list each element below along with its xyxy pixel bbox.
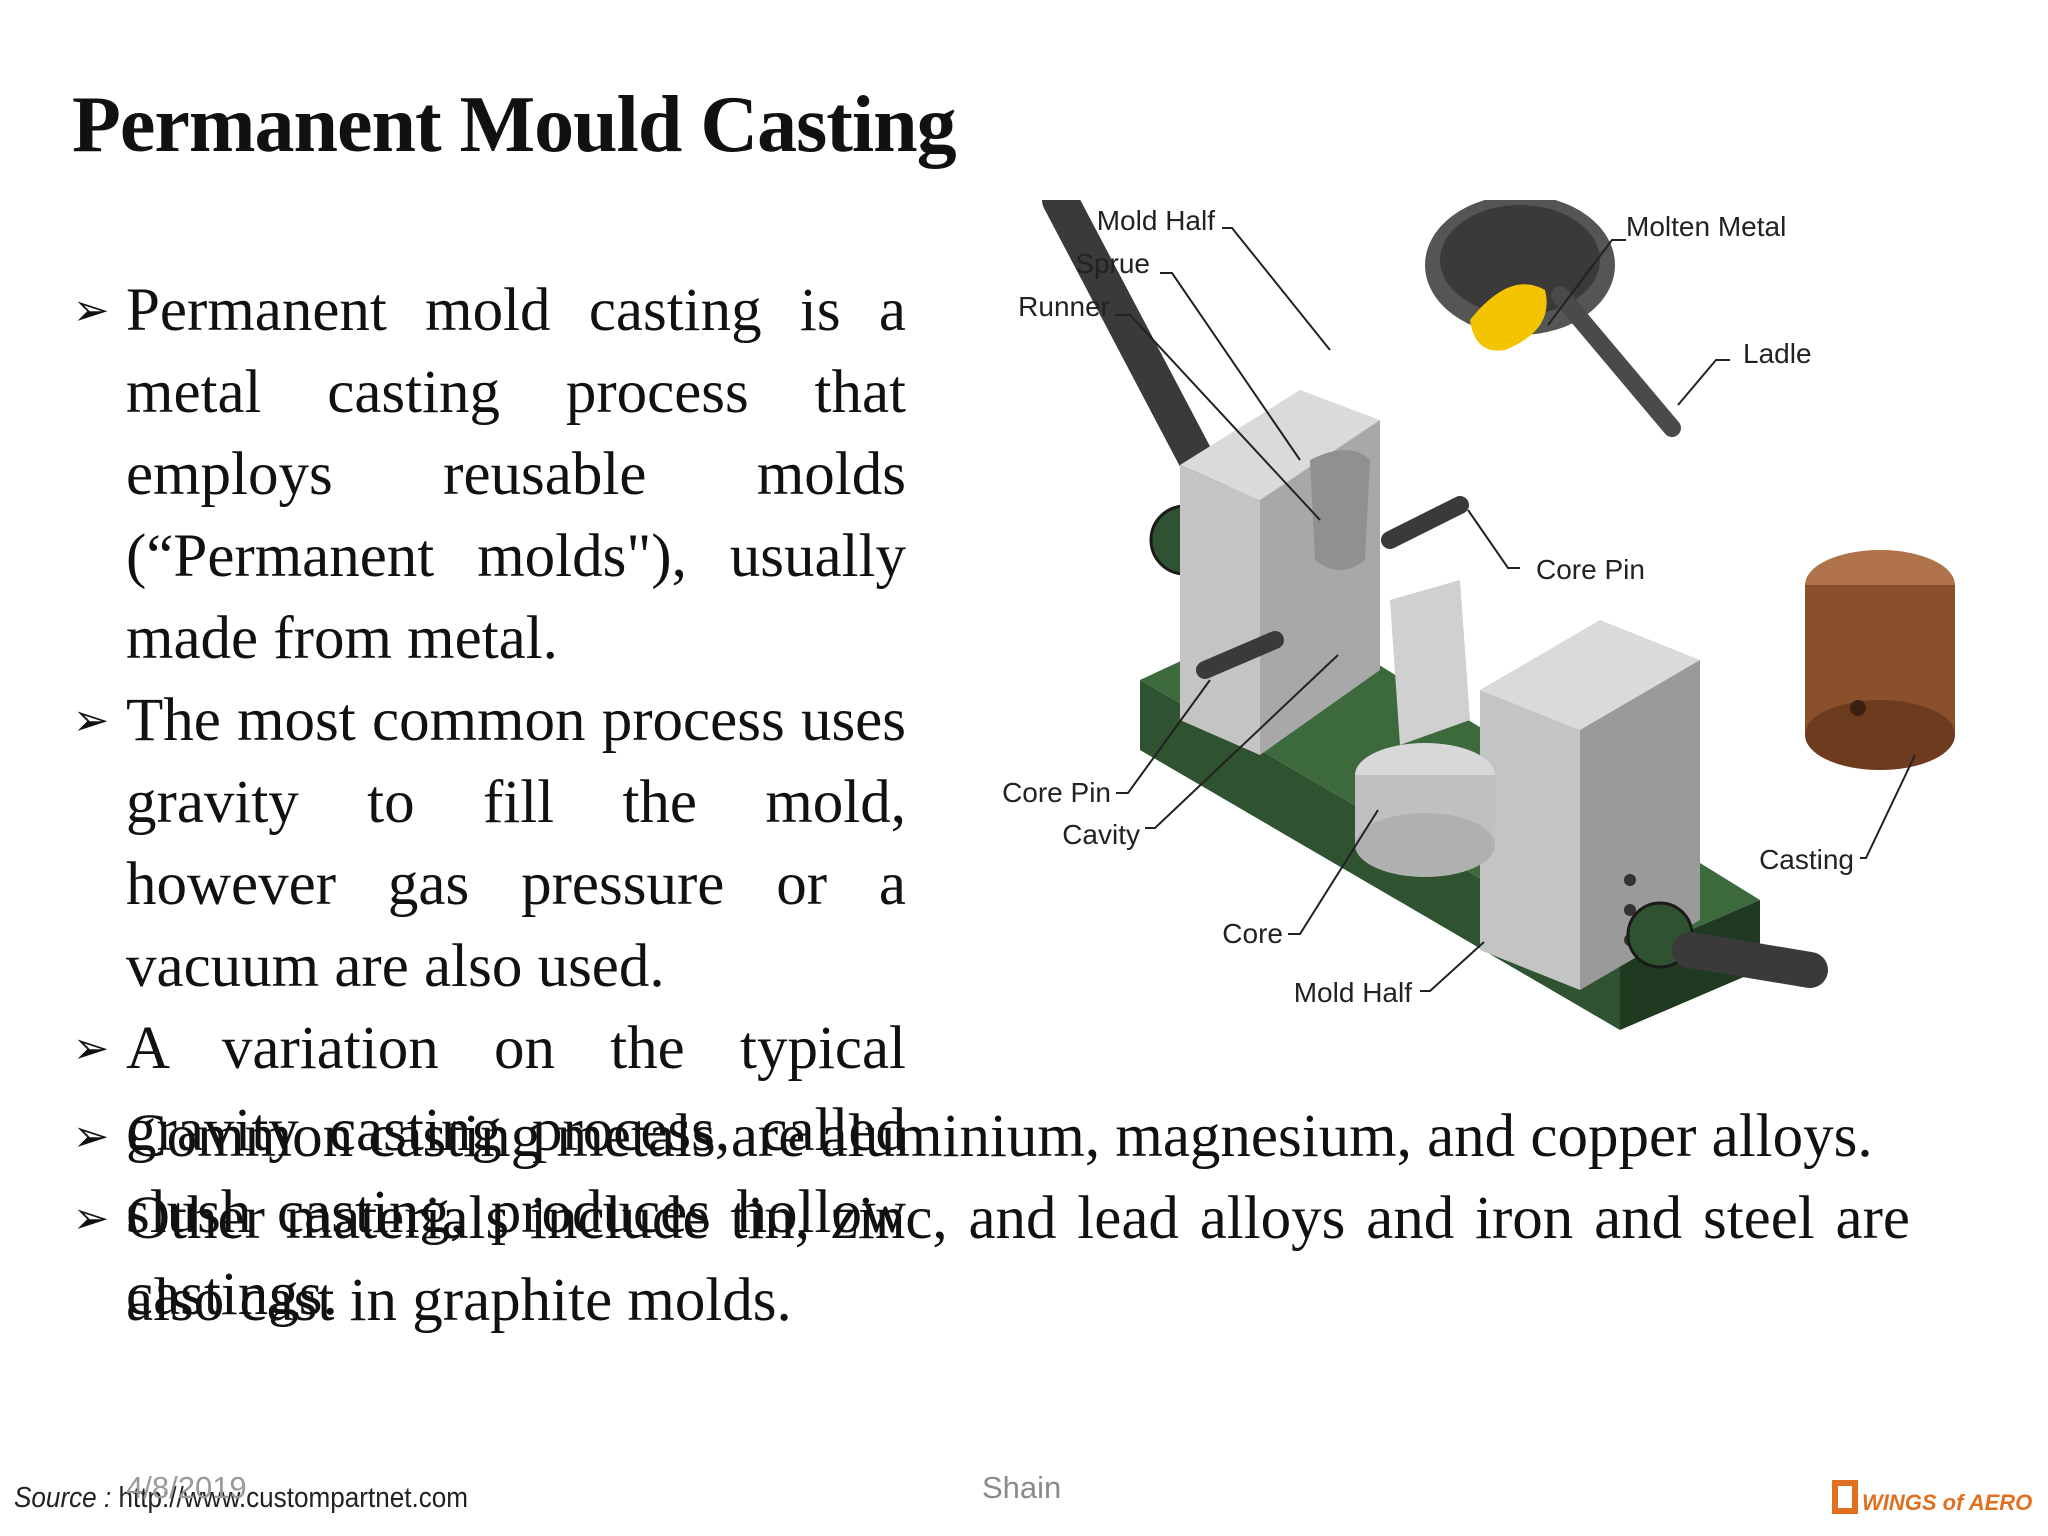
label-ladle: Ladle — [1743, 338, 1812, 369]
slide-author: Shain — [982, 1470, 1062, 1505]
bullet-list-bottom: ➢ Common casting metals are aluminium, ma… — [70, 1096, 1910, 1342]
arrow-bullet-icon: ➢ — [72, 285, 110, 336]
leader-lines — [1115, 227, 1916, 992]
core-pin-right-shape — [1381, 496, 1469, 549]
bullet-text: The most common process uses gravity to … — [126, 687, 906, 1000]
casting — [1805, 550, 1955, 770]
arrow-bullet-icon: ➢ — [72, 1193, 110, 1244]
bullet-item: ➢ A variation on the typical gravity cast… — [70, 1008, 906, 1336]
mold-half-left — [1180, 390, 1380, 755]
permanent-mold-diagram: Mold Half Sprue Runner Molten Metal Ladl… — [1002, 200, 1955, 1030]
ladle — [1425, 200, 1681, 437]
label-mold-half-bottom: Mold Half — [1294, 977, 1412, 1008]
svg-text:WINGS of AERO: WINGS of AERO — [1862, 1490, 2032, 1515]
arrow-bullet-icon: ➢ — [72, 1023, 110, 1074]
slide-date: 4/8/2019 — [126, 1470, 247, 1505]
label-cavity: Cavity — [1062, 819, 1140, 850]
bullet-text: A variation on the typical gravity casti… — [126, 1015, 906, 1328]
label-mold-half-top: Mold Half — [1097, 205, 1215, 236]
label-casting: Casting — [1759, 844, 1854, 875]
bullet-item: ➢ Common casting metals are aluminium, ma… — [70, 1096, 1910, 1178]
bullet-text: Other materials include tin, zinc, and l… — [126, 1185, 1910, 1334]
source-label: Source : — [14, 1482, 112, 1514]
wings-of-aero-logo: WINGS of AERO — [1832, 1480, 2032, 1515]
label-runner: Runner — [1018, 291, 1110, 322]
arrow-bullet-icon: ➢ — [72, 1111, 110, 1162]
arrow-bullet-icon: ➢ — [72, 695, 110, 746]
label-core: Core — [1222, 918, 1283, 949]
core-piece — [1355, 580, 1495, 877]
bullet-list-top: ➢ Permanent mold casting is a metal casti… — [70, 270, 906, 1336]
label-core-pin-left: Core Pin — [1002, 777, 1111, 808]
slide-title: Permanent Mould Casting — [72, 81, 957, 169]
label-core-pin-right: Core Pin — [1536, 554, 1645, 585]
source-citation: Source : http://www.custompartnet.com — [14, 1482, 468, 1515]
bullet-text: Permanent mold casting is a metal castin… — [126, 277, 906, 672]
bullet-item: ➢ Permanent mold casting is a metal casti… — [70, 270, 906, 680]
label-sprue: Sprue — [1075, 248, 1150, 279]
bullet-text: Common casting metals are aluminium, mag… — [126, 1103, 1873, 1170]
right-shaft — [1626, 901, 1828, 988]
bullet-item: ➢ The most common process uses gravity to… — [70, 680, 906, 1008]
bullet-item: ➢ Other materials include tin, zinc, and … — [70, 1178, 1910, 1342]
core-pin-left-shape — [1196, 631, 1284, 679]
source-url[interactable]: http://www.custompartnet.com — [118, 1482, 469, 1514]
label-molten-metal: Molten Metal — [1626, 211, 1786, 242]
